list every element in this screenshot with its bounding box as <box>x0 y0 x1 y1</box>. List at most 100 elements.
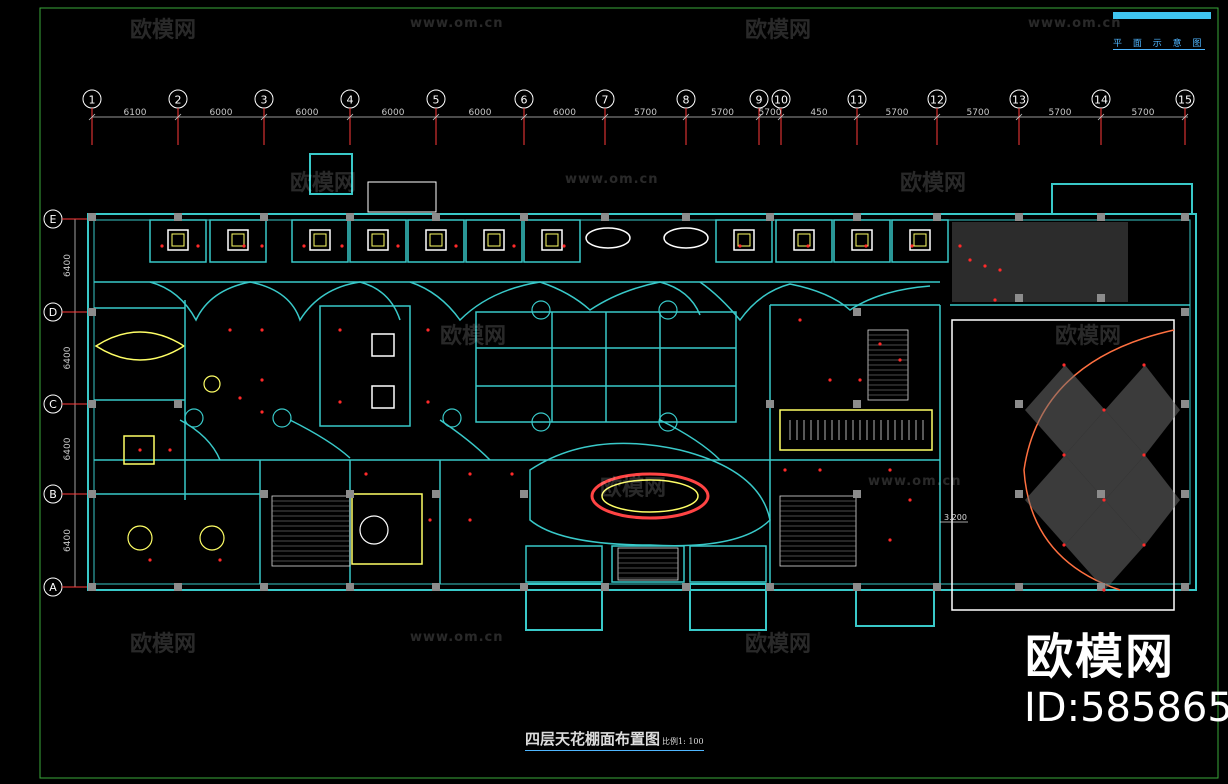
structural-column <box>601 213 609 221</box>
structural-column <box>853 490 861 498</box>
column-axis-label: 11 <box>850 94 864 107</box>
structural-column <box>766 400 774 408</box>
column-axis-label: 3 <box>261 94 268 107</box>
room-cell <box>779 409 933 451</box>
ceiling-light <box>242 244 246 248</box>
watermark-logo: 欧模网 <box>130 632 197 657</box>
ceiling-light <box>260 328 264 332</box>
ceiling-light <box>148 558 152 562</box>
hatch-diamond <box>1105 455 1180 545</box>
structural-columns <box>88 213 1189 591</box>
drawing-scale: 比例1: 100 <box>662 737 704 746</box>
structural-column <box>174 583 182 591</box>
ceiling-light <box>858 378 862 382</box>
ceiling-light <box>798 318 802 322</box>
ceiling-panel <box>733 229 755 251</box>
ceiling-light <box>983 264 987 268</box>
ceiling-light <box>998 268 1002 272</box>
structural-column <box>1015 213 1023 221</box>
structural-column <box>346 583 354 591</box>
column-axis-label: 14 <box>1094 94 1108 107</box>
lift-shaft-right <box>689 583 767 631</box>
corridor-arc <box>149 281 401 322</box>
round-lamps <box>127 300 678 551</box>
round-lamp <box>359 515 389 545</box>
dimension-tick <box>1097 113 1105 121</box>
watermark-logo: 欧模网 <box>900 171 967 196</box>
guest-room <box>349 219 407 263</box>
ceiling-panel <box>167 229 189 251</box>
ceiling-light <box>260 378 264 382</box>
feature-oval <box>590 472 710 520</box>
watermark-logo: 欧模网 <box>440 324 507 349</box>
structural-column <box>88 400 96 408</box>
dimension-tick <box>682 113 690 121</box>
ceiling-light <box>783 468 787 472</box>
ceiling-light <box>958 244 962 248</box>
row-axis-label: D <box>49 306 57 319</box>
structural-column <box>88 213 96 221</box>
ceiling-light <box>908 498 912 502</box>
ceiling-panel <box>541 229 563 251</box>
elevation-mark: 3.200 <box>944 513 967 522</box>
oval-lamp-b <box>663 227 709 249</box>
guest-room <box>715 219 773 263</box>
row-axis-label: C <box>49 398 57 411</box>
room-cell <box>611 545 685 583</box>
ceiling-light <box>426 400 430 404</box>
column-spacing-label: 5700 <box>759 108 782 118</box>
round-lamp <box>658 412 678 432</box>
structural-column <box>1181 400 1189 408</box>
ceiling-light <box>888 538 892 542</box>
ceiling-light <box>196 244 200 248</box>
guest-room <box>407 219 465 263</box>
hatch-diamond <box>1105 365 1180 455</box>
ceiling-panel <box>851 229 873 251</box>
ceiling-panel <box>371 385 395 409</box>
dimension-tick <box>601 113 609 121</box>
ceiling-panel-inner <box>429 233 443 247</box>
structural-column <box>260 490 268 498</box>
round-lamp <box>442 408 462 428</box>
watermark-url: www.om.cn <box>410 630 504 645</box>
ceiling-panel-inner <box>737 233 751 247</box>
column-spacing-label: 5700 <box>634 108 657 118</box>
office-block <box>855 589 935 627</box>
structural-column <box>432 583 440 591</box>
ceiling-panel <box>793 229 815 251</box>
ceiling-light <box>1142 453 1146 457</box>
corridor-arc <box>409 281 701 322</box>
ceiling-panel <box>425 229 447 251</box>
structural-column <box>88 583 96 591</box>
ceiling-light <box>338 400 342 404</box>
room-cell <box>525 545 603 583</box>
structural-column <box>1097 490 1105 498</box>
structural-column <box>88 490 96 498</box>
column-spacing-label: 6000 <box>469 108 492 118</box>
column-axis-label: 1 <box>89 94 96 107</box>
column-axis-label: 2 <box>175 94 182 107</box>
ceiling-light <box>238 396 242 400</box>
column-axis-label: 5 <box>433 94 440 107</box>
structural-column <box>1097 583 1105 591</box>
ceiling-light <box>160 244 164 248</box>
row-axis-label: E <box>50 213 57 226</box>
corridor-arc <box>699 281 931 322</box>
left-oval-ceiling <box>94 331 186 361</box>
row-axis-label: B <box>49 488 57 501</box>
guest-room <box>291 219 349 263</box>
structural-column <box>346 213 354 221</box>
structural-column <box>853 400 861 408</box>
structural-column <box>1181 213 1189 221</box>
structural-column <box>88 308 96 316</box>
key-plan-bar <box>1113 12 1211 19</box>
dimension-tick <box>346 113 354 121</box>
ceiling-panel <box>909 229 931 251</box>
ceiling-light <box>396 244 400 248</box>
round-lamp <box>658 300 678 320</box>
watermark-url: www.om.cn <box>410 16 504 31</box>
round-lamp <box>531 412 551 432</box>
structural-column <box>682 583 690 591</box>
